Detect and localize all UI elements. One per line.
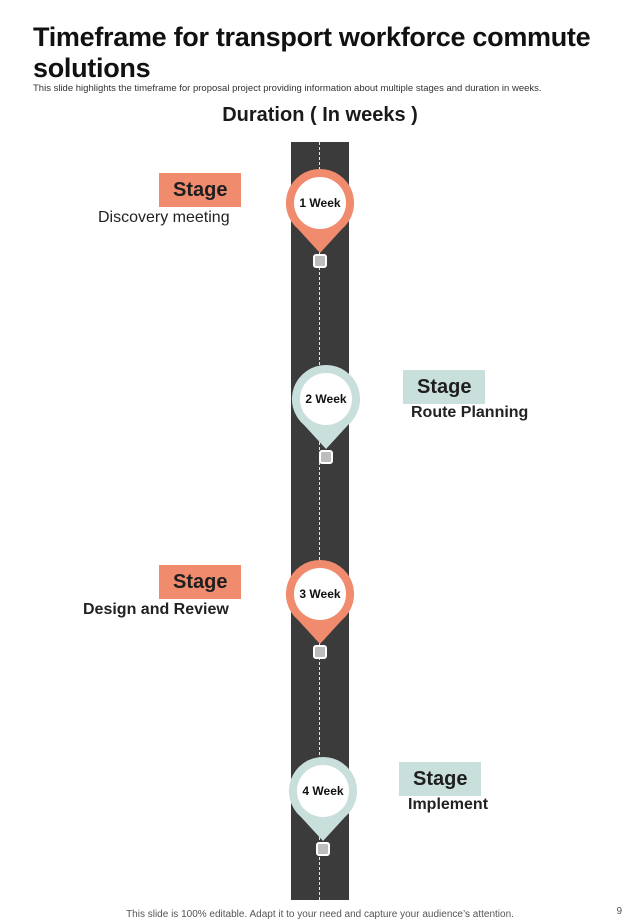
stage-badge-4: Stage	[399, 762, 482, 796]
stage-description-3: Design and Review	[83, 601, 229, 618]
duration-label-2: 2 Week	[305, 392, 347, 406]
duration-label-4: 4 Week	[302, 784, 344, 798]
map-pin-icon: 3 Week	[284, 558, 356, 662]
map-pin-icon: 4 Week	[287, 755, 359, 859]
duration-heading: Duration ( In weeks )	[222, 104, 418, 126]
footer-note: This slide is 100% editable. Adapt it to…	[126, 909, 514, 920]
duration-label-3: 3 Week	[299, 587, 341, 601]
map-pin-icon: 2 Week	[290, 363, 362, 467]
stage-description-2: Route Planning	[411, 404, 529, 421]
slide-title: Timeframe for transport workforce commut…	[33, 22, 591, 83]
slide-subtitle: This slide highlights the timeframe for …	[33, 83, 542, 94]
duration-label-1: 1 Week	[299, 196, 341, 210]
stage-badge-1: Stage	[159, 173, 242, 207]
stage-badge-3: Stage	[159, 565, 242, 599]
page-number: 9	[616, 906, 622, 917]
stage-description-4: Implement	[408, 796, 489, 813]
stage-description-1: Discovery meeting	[98, 209, 230, 226]
map-pin-icon: 1 Week	[284, 167, 356, 271]
stage-badge-2: Stage	[403, 370, 486, 404]
road-center-line	[319, 142, 320, 900]
